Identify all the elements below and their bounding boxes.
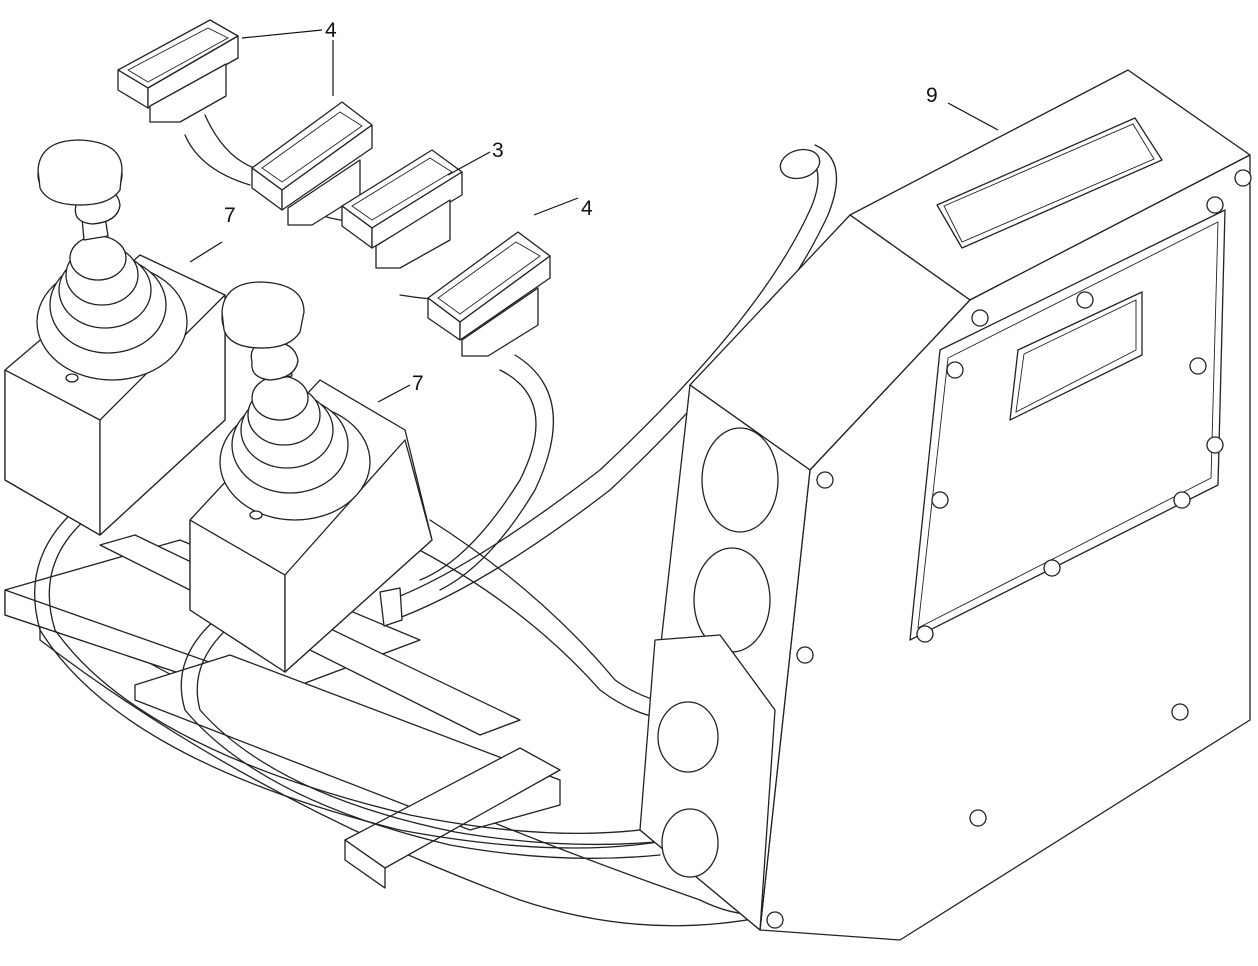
joystick-2: [189, 281, 433, 673]
callout-7-center: 7: [412, 372, 424, 395]
callouts: 4 3 4 7 7 9: [189, 19, 999, 403]
joystick-1: [4, 139, 226, 536]
callout-3: 3: [492, 139, 504, 162]
cable-harness: [34, 114, 838, 859]
callout-4-right: 4: [581, 197, 593, 220]
rocker-switch-1: [117, 19, 239, 123]
control-box: [639, 69, 1251, 941]
callout-9: 9: [926, 84, 938, 107]
rocker-switch-4: [427, 231, 551, 357]
rocker-switch-2: [251, 101, 373, 226]
callout-4-top: 4: [325, 19, 337, 42]
rocker-switch-3: [341, 149, 463, 269]
fastener-bolts: [766, 169, 1252, 929]
callout-7-left: 7: [224, 204, 236, 227]
